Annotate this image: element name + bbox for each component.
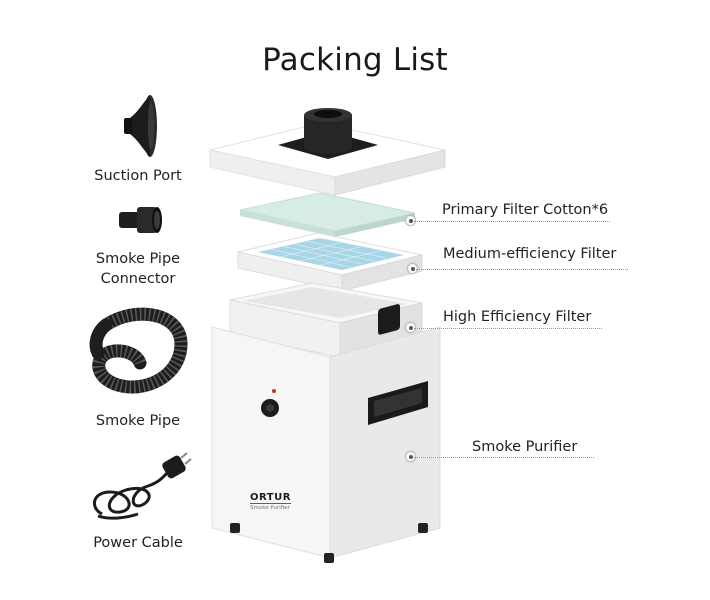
callout-dot-smoke-purifier — [405, 451, 416, 462]
callout-dot-high-filter — [405, 322, 416, 333]
smoke-pipe-icon — [89, 307, 188, 394]
primary-filter-cotton — [239, 192, 416, 232]
suction-port-icon — [124, 95, 157, 157]
accessory-label-power-cable: Power Cable — [93, 535, 183, 551]
brand-subtitle: Smoke Purifier — [250, 505, 290, 511]
accessory-label-suction-port: Suction Port — [94, 168, 182, 184]
power-cable-icon — [93, 452, 192, 520]
component-label-medium-filter: Medium-efficiency Filter — [443, 246, 617, 262]
callout-line-medium-filter — [416, 269, 628, 271]
component-label-smoke-purifier: Smoke Purifier — [472, 439, 578, 455]
accessory-label-smoke-pipe: Smoke Pipe — [95, 413, 181, 429]
component-label-primary-filter: Primary Filter Cotton*6 — [442, 202, 609, 218]
brand-name: ORTUR — [250, 492, 291, 504]
accessory-label-pipe-connector-2: Connector — [100, 271, 176, 287]
callout-dot-medium-filter — [407, 263, 418, 274]
page-title: Packing List — [262, 42, 448, 78]
purifier-body — [211, 326, 331, 559]
callout-line-smoke-purifier — [414, 457, 594, 459]
callout-line-primary-filter — [414, 221, 610, 223]
smoke-purifier-illustration — [209, 108, 446, 563]
component-label-high-filter: High Efficiency Filter — [443, 309, 592, 325]
accessory-label-pipe-connector-1: Smoke Pipe — [95, 251, 181, 267]
callout-line-high-filter — [414, 328, 602, 330]
brand-logo: ORTUR — [250, 492, 291, 504]
callout-dot-primary-filter — [405, 215, 416, 226]
pipe-connector-icon — [119, 207, 162, 233]
